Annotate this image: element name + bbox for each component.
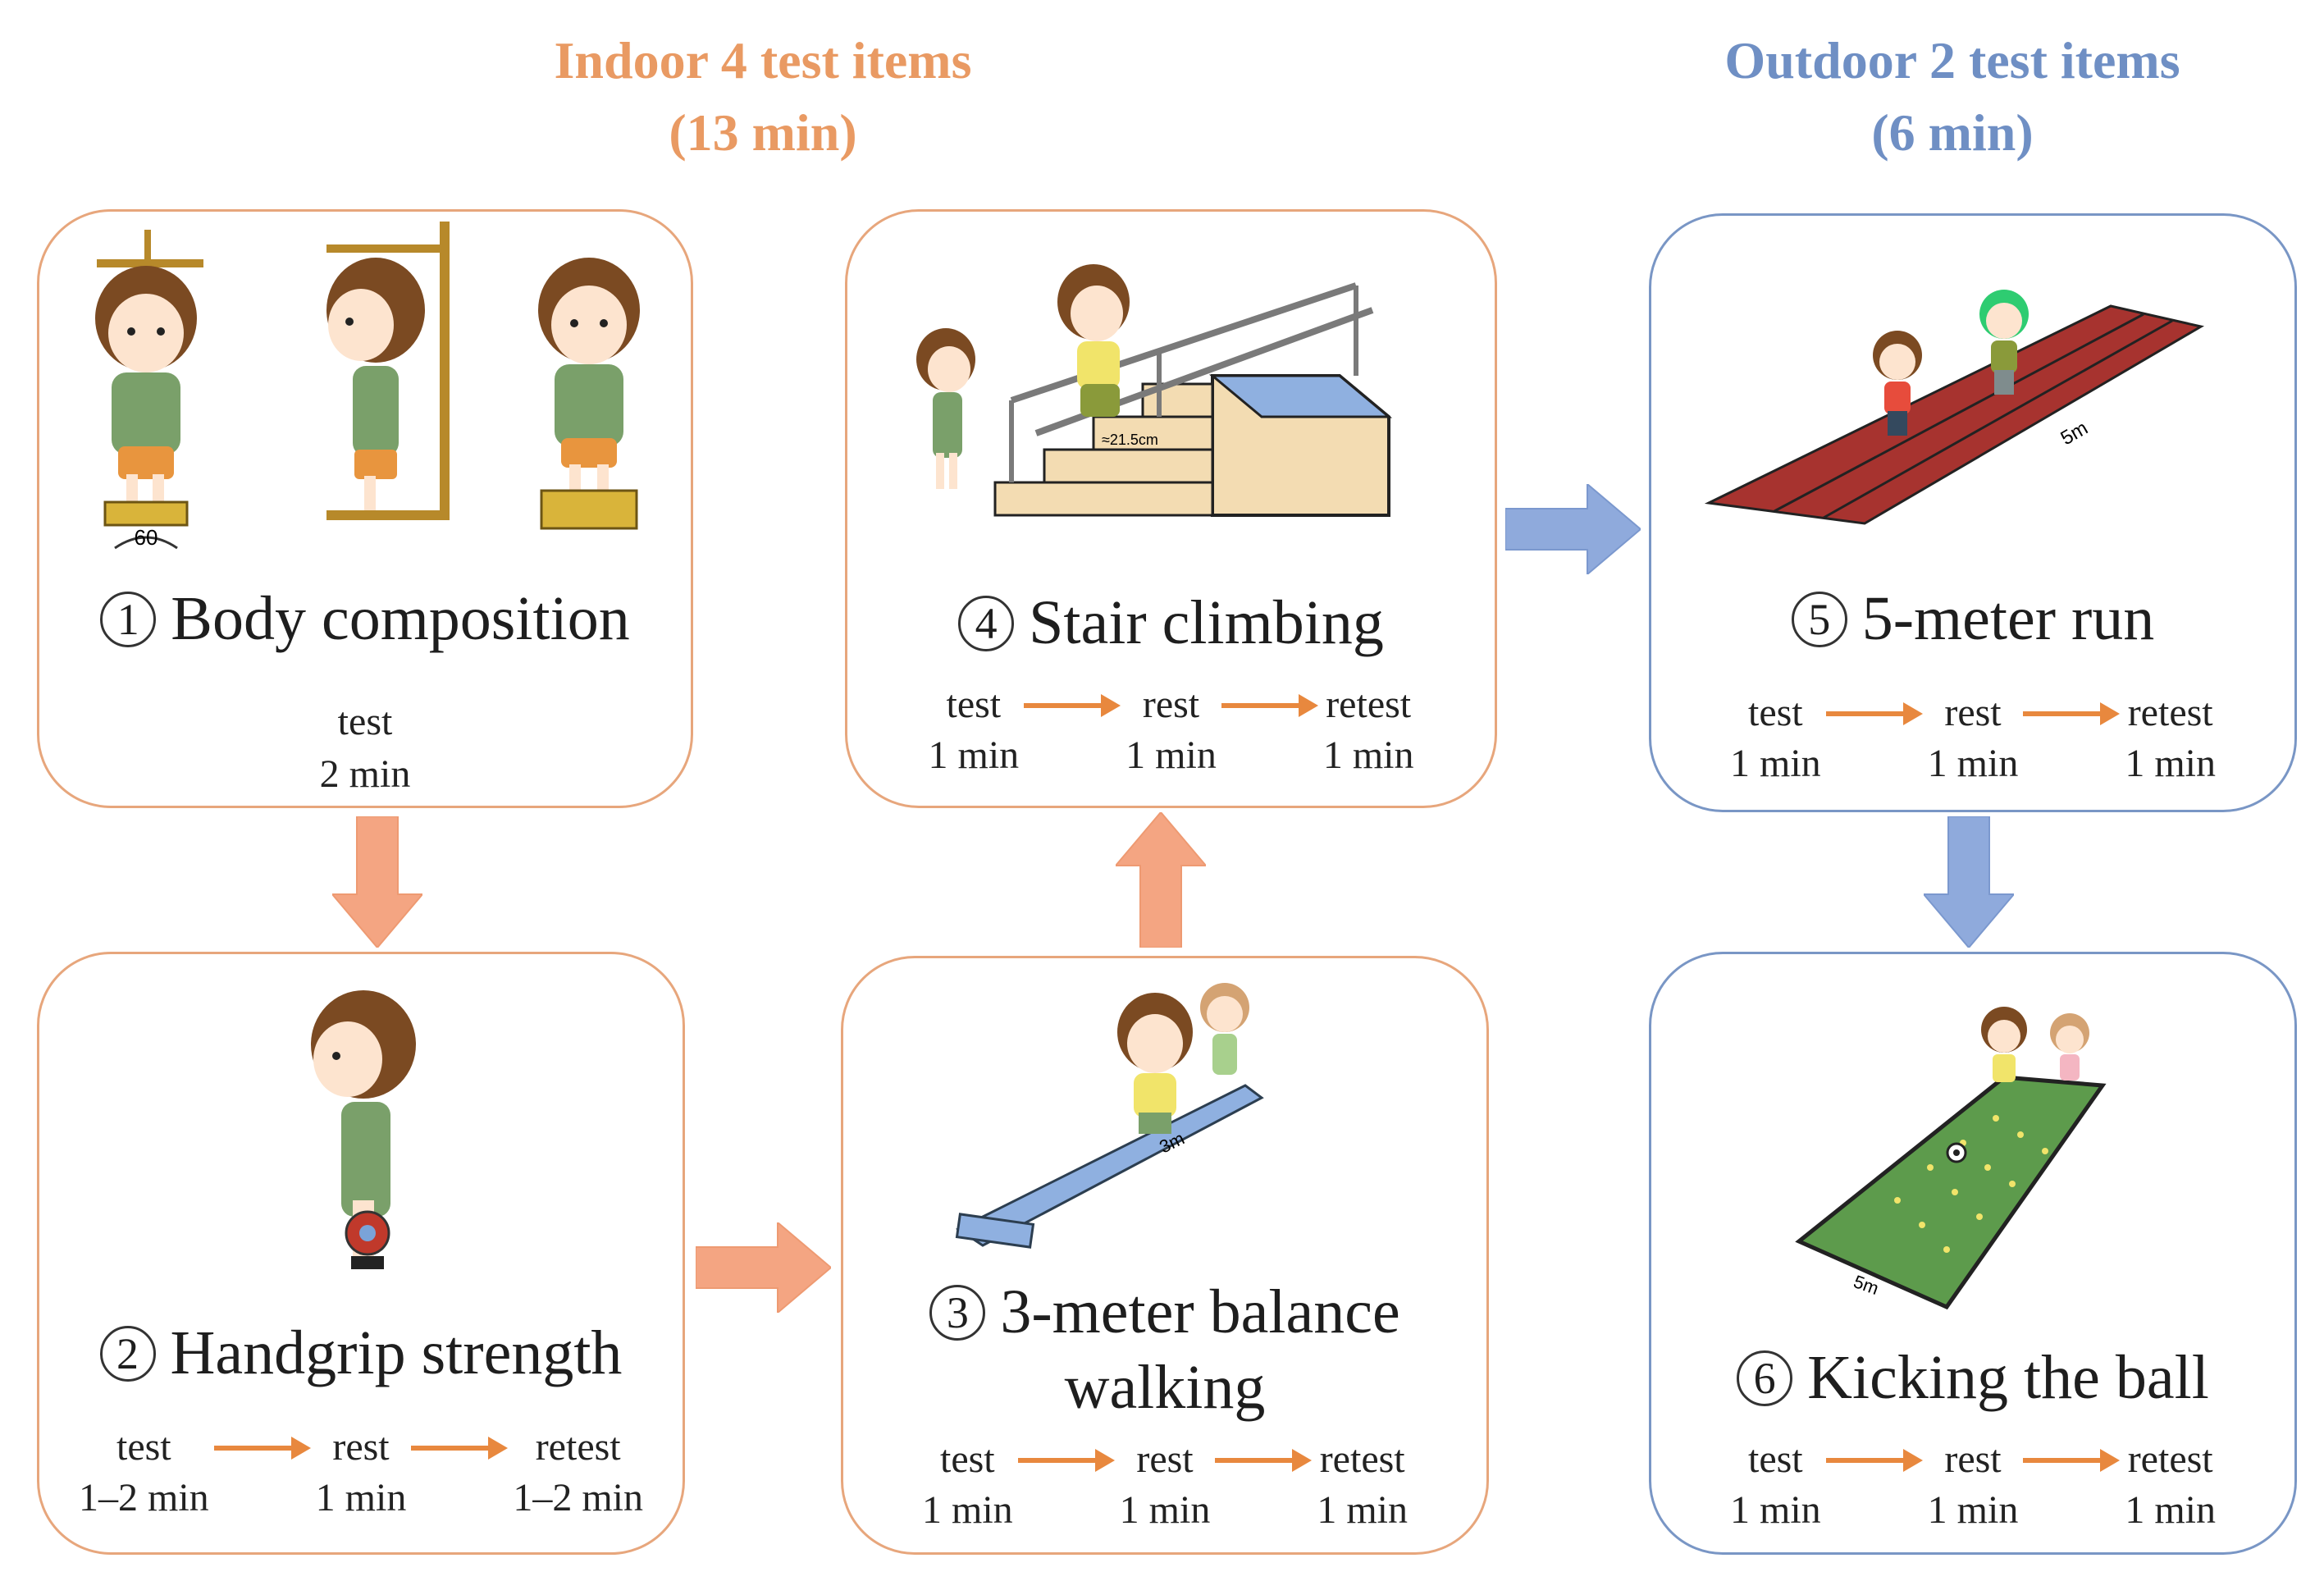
indoor-group-title: Indoor 4 test items (13 min)	[394, 25, 1132, 169]
step-title-body-composition: 1 Body composition	[39, 581, 691, 656]
child-walking-icon	[1117, 993, 1193, 1134]
timeline-arrow-icon	[2023, 702, 2121, 725]
outdoor-duration: (6 min)	[1871, 103, 2034, 162]
step-title-run: 5 5-meter run	[1651, 581, 2294, 656]
child-climbing-icon	[1057, 264, 1130, 417]
handgrip-illustration	[311, 990, 416, 1269]
timeline-arrow-icon	[1221, 694, 1318, 717]
kicking-field-illustration: 5m	[1795, 1007, 2107, 1310]
flow-arrow-down-blue-icon	[1924, 816, 2014, 948]
timeline-arrow-icon	[1024, 694, 1121, 717]
flow-arrow-up-icon	[1116, 812, 1206, 948]
stair-climbing-illustration: ≈21.5cm	[916, 264, 1393, 517]
phase-label: test	[337, 700, 393, 743]
timeline-arrow-icon	[1215, 1449, 1313, 1472]
step-number-3: 3	[929, 1285, 986, 1341]
step-title-stair: 4 Stair climbing	[847, 585, 1495, 660]
step-number-5: 5	[1791, 592, 1847, 647]
flow-arrow-down-icon	[332, 816, 422, 948]
step-number-6: 6	[1737, 1350, 1793, 1406]
step-name-2: Handgrip strength	[170, 1318, 623, 1387]
timeline-arrow-icon	[1825, 1449, 1923, 1472]
indoor-title-text: Indoor 4 test items	[554, 31, 972, 89]
indoor-duration: (13 min)	[669, 103, 857, 162]
flow-arrow-right-icon	[696, 1222, 831, 1313]
timeline-arrow-icon	[1825, 702, 1923, 725]
outdoor-title-text: Outdoor 2 test items	[1724, 31, 2180, 89]
child-side-icon	[326, 258, 425, 510]
timeline-arrow-icon	[411, 1437, 509, 1460]
observer-icon	[916, 328, 975, 489]
track-length-label: 5m	[2057, 417, 2092, 450]
step-number-4: 4	[958, 596, 1015, 651]
body-composition-illustration: 60	[95, 222, 640, 550]
run-track-illustration: 5m	[1704, 290, 2205, 525]
step-name-3-line2: walking	[1064, 1353, 1266, 1422]
phase-time: 2 min	[319, 752, 411, 796]
flow-arrow-right-blue-icon	[1505, 484, 1641, 574]
child-cap-runner-icon	[1979, 290, 2029, 395]
step-name-4: Stair climbing	[1029, 588, 1384, 657]
child-friend-icon	[2050, 1013, 2089, 1081]
step-1-phase: test 2 min	[39, 696, 691, 801]
child-front-icon	[95, 266, 197, 527]
step-name-1: Body composition	[171, 584, 630, 653]
child-runner-icon	[1873, 331, 1922, 436]
child-handgrip-icon	[311, 990, 416, 1269]
step-card-body-composition: 60 1 Body composition test 2 min	[37, 209, 693, 808]
timeline-arrow-icon	[2023, 1449, 2121, 1472]
step-name-3: 3-meter balance	[1000, 1277, 1400, 1346]
step-number-2: 2	[99, 1326, 156, 1382]
step-title-balance-line2: walking	[843, 1350, 1486, 1425]
step-name-5: 5-meter run	[1861, 584, 2155, 653]
step-name-6: Kicking the ball	[1807, 1343, 2209, 1412]
scale-angle-label: 60	[135, 525, 158, 550]
outdoor-group-title: Outdoor 2 test items (6 min)	[1583, 25, 2322, 169]
timeline-arrow-icon	[1017, 1449, 1115, 1472]
timeline-arrow-icon	[213, 1437, 311, 1460]
child-watching-icon	[1200, 983, 1249, 1075]
child-kicker-icon	[1981, 1007, 2027, 1082]
child-on-scale-icon	[538, 258, 640, 530]
step-number-1: 1	[100, 592, 157, 647]
balance-walking-illustration: 3m	[955, 983, 1264, 1249]
stair-height-label: ≈21.5cm	[1102, 432, 1158, 448]
